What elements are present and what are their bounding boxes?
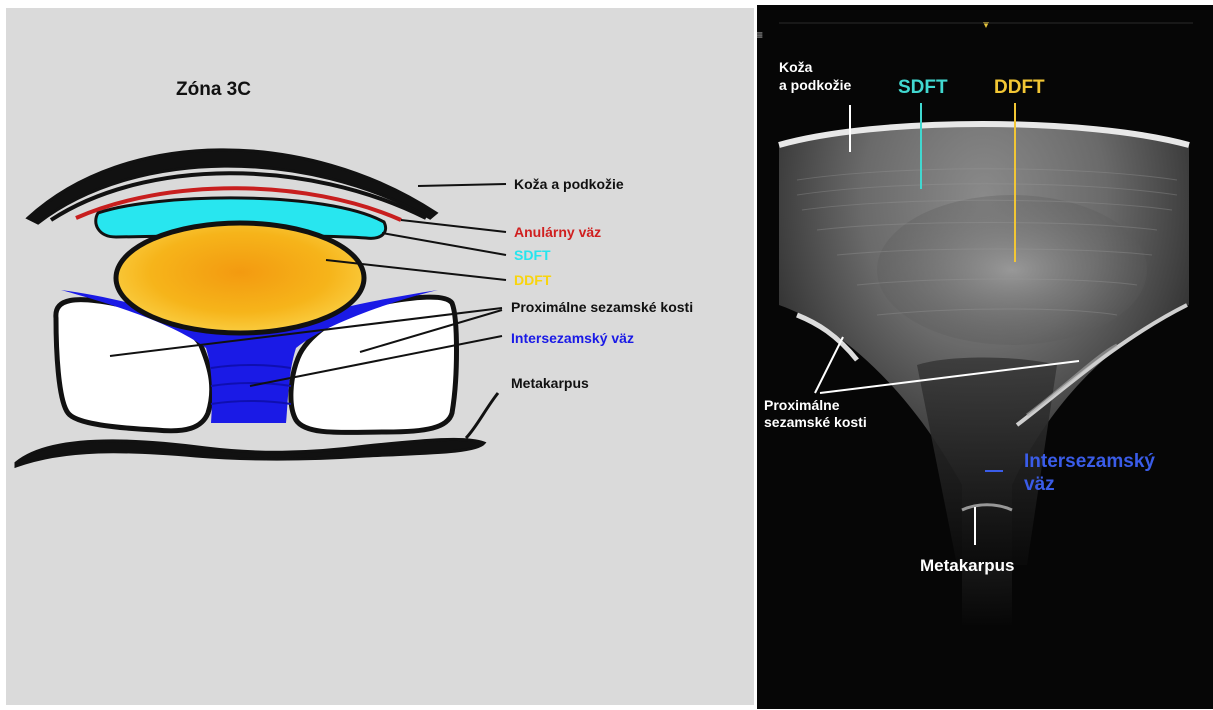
label-skin: Koža a podkožie (514, 176, 624, 192)
label-ddft: DDFT (514, 272, 552, 288)
us-label-sesamoid-2: sezamské kosti (764, 414, 867, 430)
ultrasound-svg: ≡ Ko (757, 5, 1213, 709)
us-label-sdft: SDFT (898, 77, 948, 98)
label-metacarpus: Metakarpus (511, 375, 589, 391)
diagram-svg: Zóna 3C Koža a podkožie Anulárny väz SDF… (6, 8, 754, 705)
label-sdft: SDFT (514, 247, 551, 263)
us-label-skin-2: a podkožie (779, 77, 852, 93)
label-intersesamoid: Intersezamský väz (511, 330, 634, 346)
svg-text:≡: ≡ (757, 28, 763, 42)
us-label-intersesamoid-1: Intersezamský (1024, 451, 1155, 472)
us-label-sesamoid-1: Proximálne (764, 397, 840, 413)
us-sesamoid-leader-left (815, 337, 843, 393)
us-label-ddft: DDFT (994, 77, 1045, 98)
cross-section-diagram: Zóna 3C Koža a podkožie Anulárny väz SDF… (6, 8, 754, 705)
label-sesamoid: Proximálne sezamské kosti (511, 299, 693, 315)
us-label-skin-1: Koža (779, 59, 813, 75)
label-annular: Anulárny väz (514, 224, 601, 240)
metacarpus-shape (16, 439, 484, 466)
us-label-intersesamoid-2: väz (1024, 474, 1055, 495)
ultrasound-image: ≡ Ko (757, 5, 1213, 709)
ddft-shape (116, 223, 364, 333)
us-label-metacarpus: Metakarpus (920, 556, 1014, 575)
diagram-title: Zóna 3C (176, 79, 251, 100)
